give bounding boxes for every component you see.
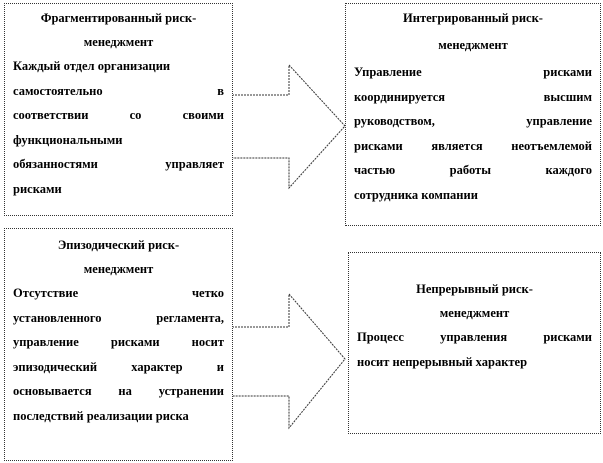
box-text: координируется высшим (354, 89, 592, 104)
box-integrated: Интегрированный риск- менеджмент Управле… (345, 3, 601, 226)
box-text: соответствии со своими (13, 108, 224, 122)
box-text: установленного регламента, (13, 310, 224, 325)
box-text: частью работы каждого (354, 163, 592, 177)
box-text: эпизодический характер и (13, 359, 224, 374)
box-episodic: Эпизодический риск- менеджмент Отсутстви… (4, 228, 233, 461)
box-text: основывается на устранении (13, 384, 224, 398)
arrow-fragmented-to-integrated (231, 63, 346, 190)
box-title: менеджмент (438, 38, 508, 52)
box-text: сотрудника компании (354, 187, 478, 202)
box-title: Эпизодический риск- (57, 238, 180, 252)
box-text: самостоятельно в (13, 83, 224, 98)
box-title: Интегрированный риск- (403, 11, 543, 25)
box-text: руководством, управление (354, 114, 592, 128)
box-title: менеджмент (83, 35, 154, 49)
box-title: менеджмент (439, 306, 510, 320)
box-text: Отсутствие четко (13, 286, 224, 300)
box-text: последствий реализации риска (13, 408, 189, 423)
box-title: Непрерывный риск- (416, 282, 533, 296)
box-title: менеджмент (83, 262, 154, 276)
box-title: Фрагментированный риск- (40, 11, 197, 25)
box-text: носит непрерывный характер (357, 354, 528, 369)
box-text: Управление рисками (354, 65, 592, 79)
box-text: функциональными (13, 132, 123, 147)
box-text: управление рисками носит (13, 335, 224, 349)
box-text: рисками является неотъемлемой (354, 138, 592, 153)
box-text: Процесс управления рисками (357, 330, 592, 344)
box-text: обязанностями управляет (13, 157, 224, 171)
arrow-episodic-to-continuous (231, 292, 346, 430)
box-text: Каждый отдел организации (13, 59, 171, 73)
box-continuous: Непрерывный риск- менеджмент Процесс упр… (348, 252, 601, 434)
box-fragmented: Фрагментированный риск- менеджмент Кажды… (4, 3, 233, 216)
box-text: рисками (13, 181, 62, 196)
